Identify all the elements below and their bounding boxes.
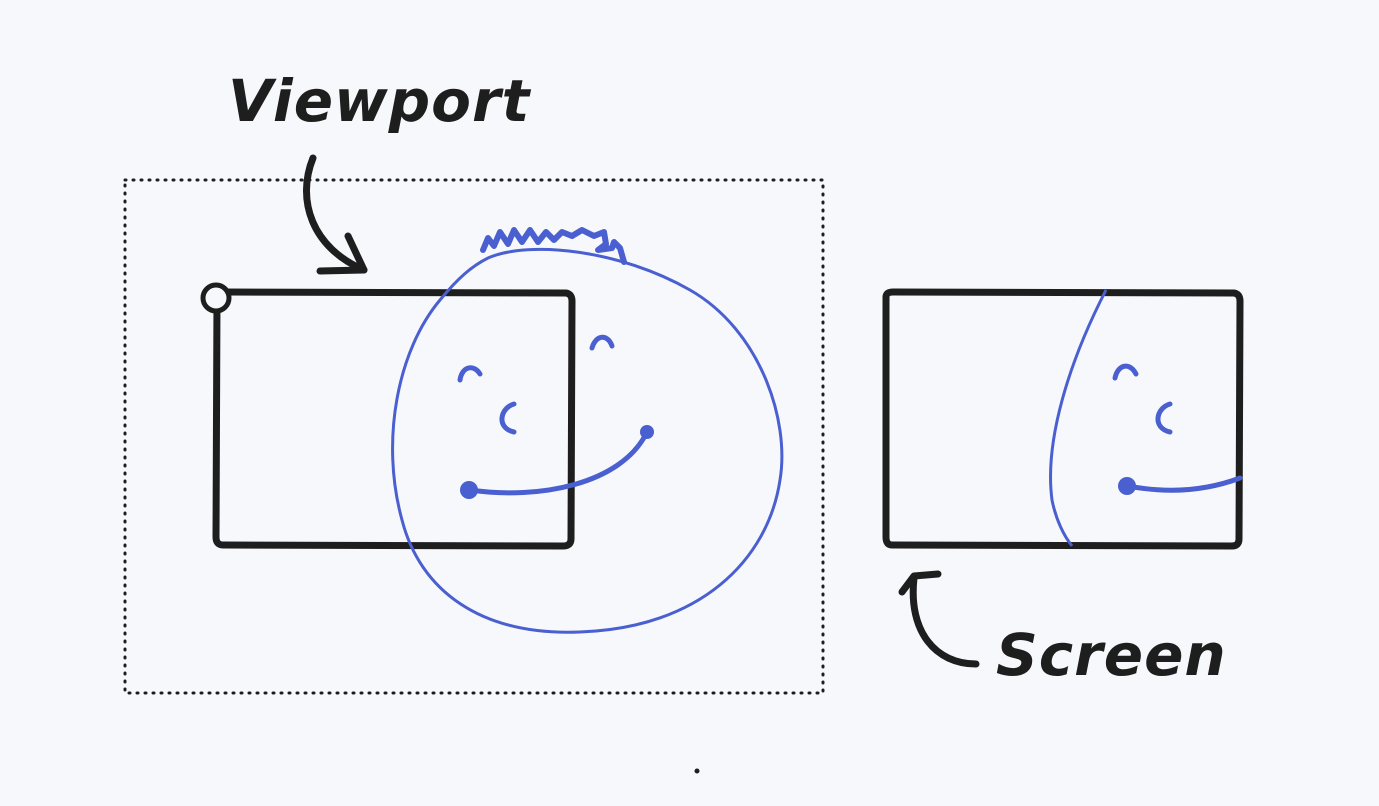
smiley-mouth-left-dot	[460, 481, 478, 499]
screen-nose	[1155, 401, 1173, 435]
screen-mouth	[1125, 475, 1243, 493]
smiley-head-outline	[391, 247, 784, 634]
smiley-right-eye	[589, 334, 615, 351]
screen-mouth-dot	[1118, 477, 1136, 495]
smiley-mouth-right-dot	[640, 425, 654, 439]
smiley-hair-scribble	[480, 227, 627, 265]
viewport-label: Viewport	[228, 67, 531, 135]
smiley-mouth	[467, 431, 649, 496]
smiley-left-eye	[457, 365, 483, 383]
origin-handle-icon	[200, 282, 232, 314]
screen-rect	[882, 288, 1244, 550]
screen-arrow-icon	[909, 574, 980, 668]
screen-label: Screen	[996, 621, 1227, 689]
screen-head-outline	[1049, 289, 1108, 547]
screen-eye	[1112, 363, 1139, 381]
viewport-dotted-frame	[123, 178, 825, 695]
viewport-arrow-icon	[303, 154, 368, 274]
stray-dot	[694, 768, 700, 774]
screen-arrow-head-icon	[898, 570, 942, 596]
smiley-nose	[499, 401, 517, 435]
viewport-arrow-head-icon	[316, 232, 368, 275]
